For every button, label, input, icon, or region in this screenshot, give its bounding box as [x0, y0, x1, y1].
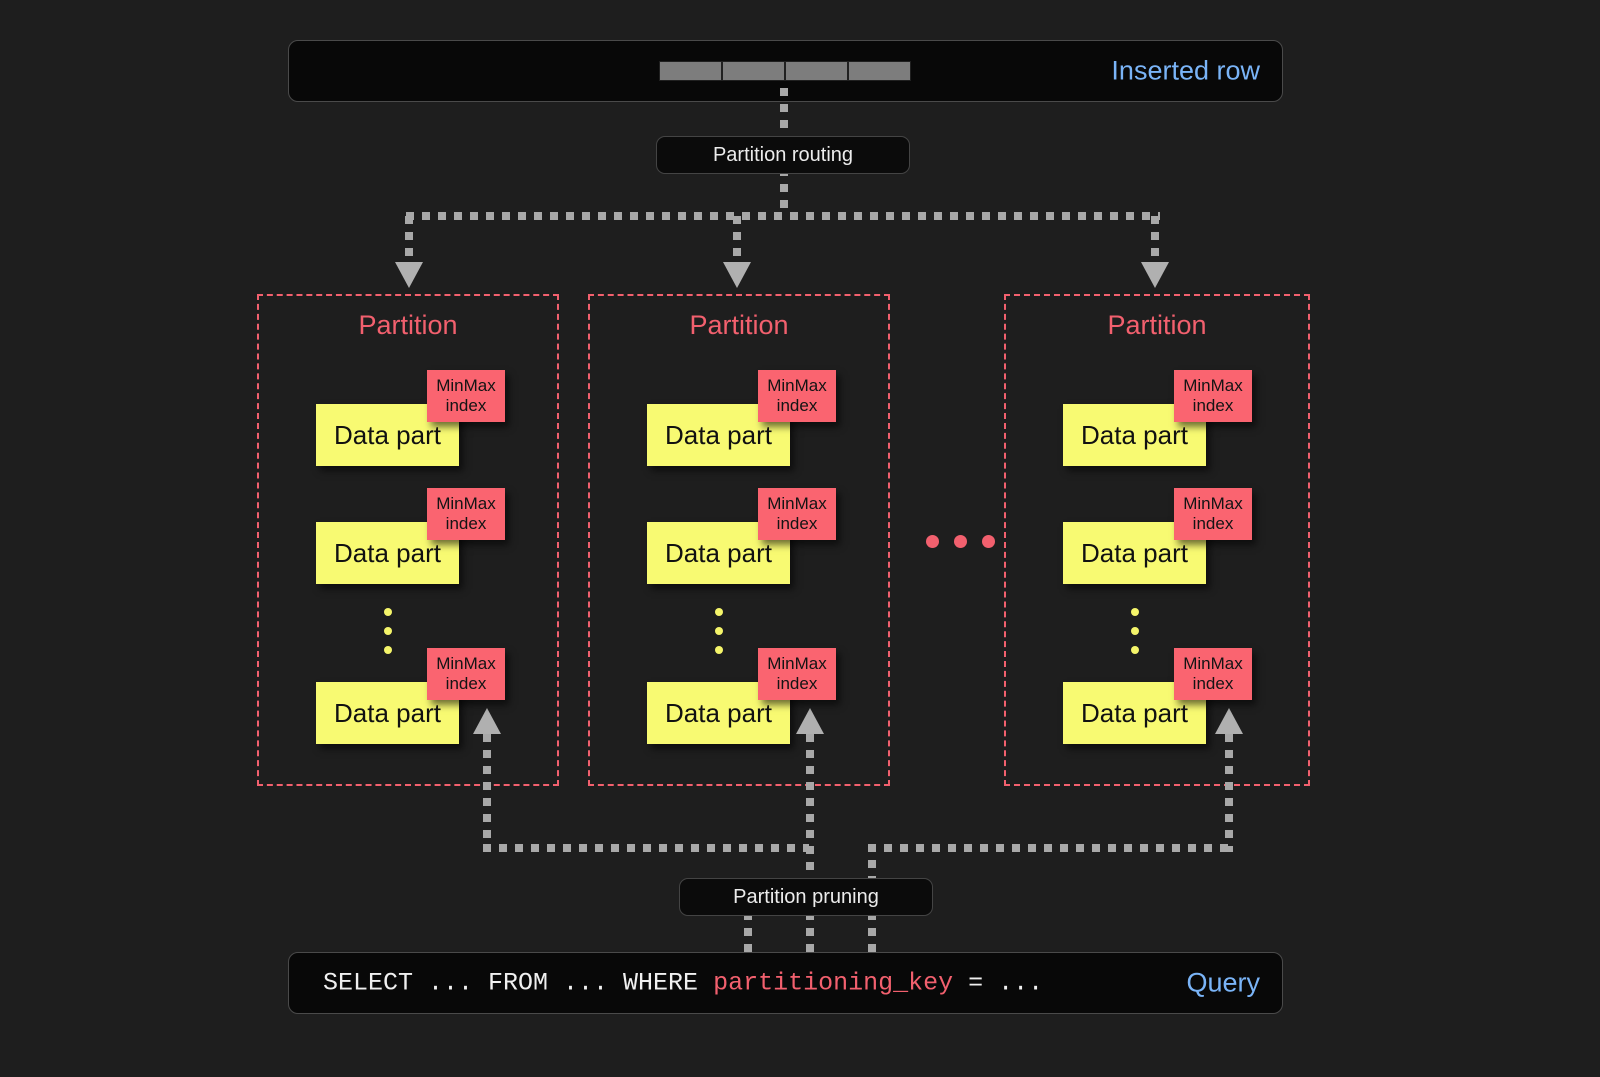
- routing-branch-line-3: [1151, 216, 1159, 266]
- partition-routing-label: Partition routing: [712, 143, 854, 166]
- routing-branch-line-2: [733, 216, 741, 266]
- pruning-join-line-1: [483, 844, 809, 852]
- query-link-line-3: [868, 912, 876, 956]
- minmax-line-1: MinMax: [436, 494, 496, 514]
- minmax-line-1: MinMax: [1183, 376, 1243, 396]
- data-part-box: Data part: [316, 522, 459, 584]
- query-prefix: SELECT ... FROM ... WHERE: [323, 968, 714, 998]
- partition-title: Partition: [1107, 310, 1207, 340]
- minmax-line-2: index: [445, 514, 487, 533]
- minmax-index-box: MinMax index: [427, 488, 505, 540]
- minmax-line-2: index: [776, 396, 818, 415]
- minmax-line-1: MinMax: [767, 376, 827, 396]
- row-cell: [659, 61, 722, 81]
- inserted-row-cells: [659, 61, 911, 81]
- row-cell: [722, 61, 785, 81]
- minmax-line-1: MinMax: [1183, 494, 1243, 514]
- minmax-line-1: MinMax: [767, 654, 827, 674]
- query-link-line-1: [744, 912, 752, 956]
- pruning-join-line-3: [868, 844, 1233, 852]
- minmax-line-2: index: [1192, 674, 1234, 693]
- data-part-box: Data part: [316, 404, 459, 466]
- query-statement: SELECT ... FROM ... WHERE partitioning_k…: [323, 969, 1043, 998]
- routing-branch-line-1: [405, 216, 413, 266]
- pruning-arrow-1: [473, 708, 501, 734]
- minmax-line-1: MinMax: [436, 654, 496, 674]
- query-bar: SELECT ... FROM ... WHERE partitioning_k…: [288, 952, 1283, 1014]
- data-part-box: Data part: [316, 682, 459, 744]
- data-part-box: Data part: [647, 522, 790, 584]
- minmax-line-2: index: [776, 514, 818, 533]
- query-partitioning-key: partitioning_key: [713, 968, 954, 998]
- data-part-ellipsis: [1131, 608, 1139, 654]
- partition-container-1: Partition MinMax index Data part MinMax …: [257, 294, 559, 786]
- query-suffix: = ...: [953, 968, 1044, 998]
- minmax-index-box: MinMax index: [1174, 648, 1252, 700]
- partition-ellipsis: [926, 535, 995, 548]
- row-cell: [785, 61, 848, 81]
- pruning-line-2: [806, 734, 814, 882]
- minmax-index-box: MinMax index: [427, 648, 505, 700]
- minmax-index-box: MinMax index: [758, 488, 836, 540]
- pruning-arrow-3: [1215, 708, 1243, 734]
- minmax-line-1: MinMax: [436, 376, 496, 396]
- routing-arrow-2: [723, 262, 751, 288]
- partition-pruning-box: Partition pruning: [679, 878, 933, 916]
- partition-pruning-label: Partition pruning: [733, 885, 879, 908]
- minmax-index-box: MinMax index: [758, 370, 836, 422]
- partition-container-3: Partition MinMax index Data part MinMax …: [1004, 294, 1310, 786]
- routing-bus-line: [406, 212, 1160, 220]
- minmax-index-box: MinMax index: [1174, 370, 1252, 422]
- routing-arrow-1: [395, 262, 423, 288]
- data-part-ellipsis: [384, 608, 392, 654]
- partition-routing-box: Partition routing: [656, 136, 910, 174]
- minmax-line-2: index: [1192, 396, 1234, 415]
- query-link-line-2: [806, 912, 814, 956]
- minmax-line-1: MinMax: [767, 494, 827, 514]
- pruning-line-3: [1225, 734, 1233, 852]
- minmax-index-box: MinMax index: [758, 648, 836, 700]
- minmax-line-2: index: [776, 674, 818, 693]
- minmax-index-box: MinMax index: [427, 370, 505, 422]
- pruning-line-1: [483, 734, 491, 852]
- row-cell: [848, 61, 911, 81]
- pruning-arrow-2: [796, 708, 824, 734]
- routing-arrow-3: [1141, 262, 1169, 288]
- minmax-index-box: MinMax index: [1174, 488, 1252, 540]
- minmax-line-2: index: [445, 396, 487, 415]
- inserted-row-label: Inserted row: [1111, 55, 1260, 86]
- minmax-line-2: index: [1192, 514, 1234, 533]
- pruning-drop-line-3: [868, 844, 876, 884]
- query-label: Query: [1186, 967, 1260, 998]
- minmax-line-1: MinMax: [1183, 654, 1243, 674]
- minmax-line-2: index: [445, 674, 487, 693]
- data-part-ellipsis: [715, 608, 723, 654]
- partition-title: Partition: [358, 310, 458, 340]
- partition-container-2: Partition MinMax index Data part MinMax …: [588, 294, 890, 786]
- partition-title: Partition: [689, 310, 789, 340]
